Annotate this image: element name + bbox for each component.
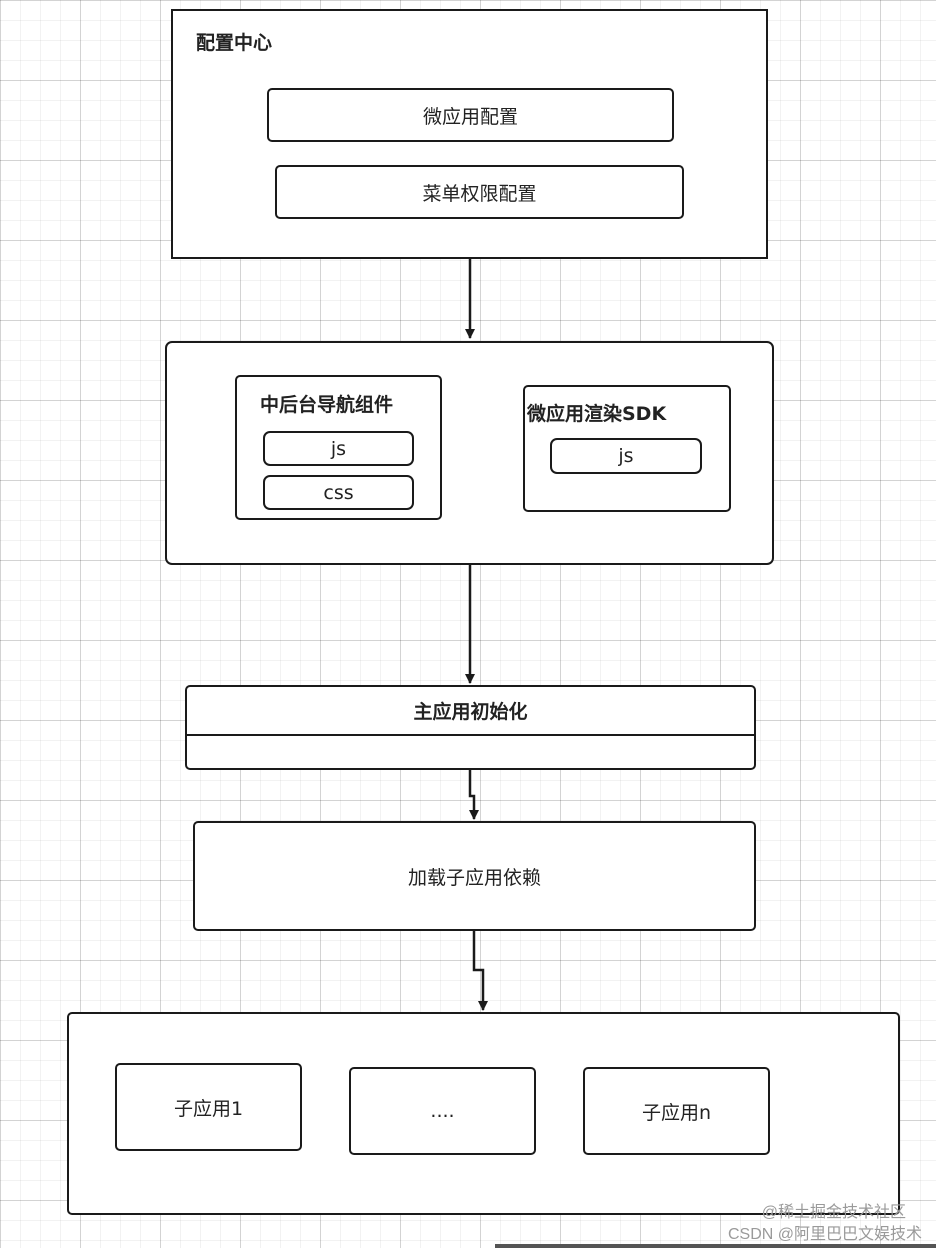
watermark-csdn: CSDN @阿里巴巴文娱技术 <box>727 1226 922 1243</box>
sub-app-1-box: 子应用1 <box>115 1063 302 1151</box>
bottom-edge-bar <box>495 1244 936 1248</box>
nav-css-box: css <box>263 475 414 510</box>
micro-app-config-box: 微应用配置 <box>267 88 674 142</box>
arrow-init-to-load <box>468 769 479 820</box>
menu-permission-config-box: 菜单权限配置 <box>275 165 684 219</box>
main-app-init-title: 主应用初始化 <box>413 701 528 723</box>
sdk-js-box: js <box>550 438 702 474</box>
nav-component-title: 中后台导航组件 <box>260 394 394 416</box>
main-app-init-divider <box>187 734 754 736</box>
load-dependencies-box: 加载子应用依赖 <box>193 821 756 931</box>
config-center-title: 配置中心 <box>196 32 273 54</box>
arrow-load-to-subapps <box>472 931 488 1011</box>
sub-app-n-box: 子应用n <box>583 1067 770 1155</box>
render-sdk-title: 微应用渲染SDK <box>527 403 667 425</box>
nav-js-box: js <box>263 431 414 466</box>
sub-app-ellipsis-box: .... <box>349 1067 536 1155</box>
main-app-init-box: 主应用初始化 <box>185 685 756 770</box>
watermark-juejin: @稀土掘金技术社区 <box>761 1204 906 1221</box>
